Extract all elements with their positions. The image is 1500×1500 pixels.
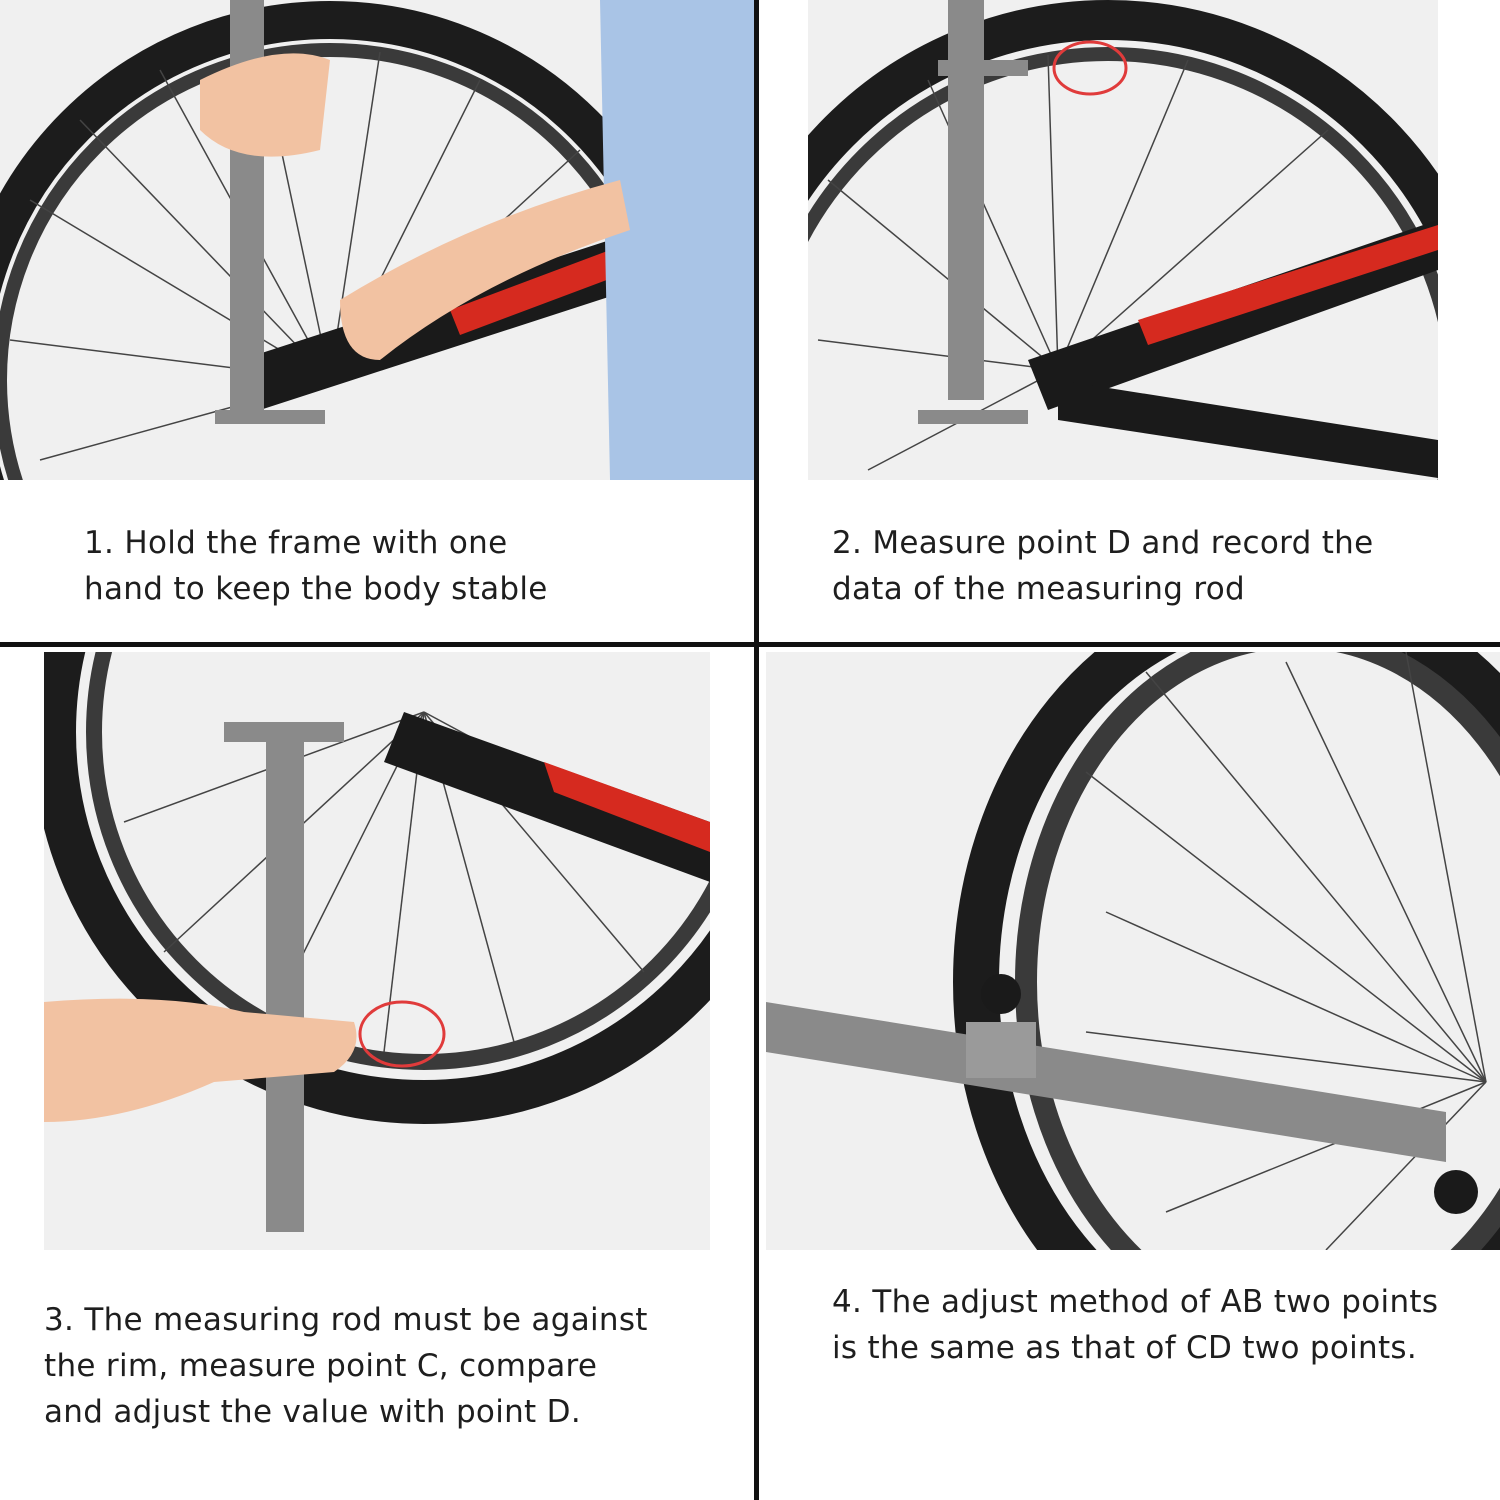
caption-line: hand to keep the body stable [84, 571, 548, 607]
caption-line: 1. Hold the frame with one [84, 525, 508, 561]
horizontal-divider [0, 642, 1500, 647]
step-1-photo [0, 0, 754, 480]
step-3-caption: 3. The measuring rod must be against the… [44, 1297, 648, 1435]
step-4-illustration [766, 652, 1500, 1250]
step-4-caption: 4. The adjust method of AB two points is… [832, 1279, 1438, 1371]
step-1-caption: 1. Hold the frame with one hand to keep … [84, 520, 548, 612]
step-2-photo [808, 0, 1438, 480]
step-4-photo [766, 652, 1500, 1250]
caption-line: 2. Measure point D and record the [832, 525, 1374, 561]
vertical-divider [754, 0, 759, 1500]
step-2-caption: 2. Measure point D and record the data o… [832, 520, 1374, 612]
step-2-illustration [808, 0, 1438, 480]
caption-line: 3. The measuring rod must be against [44, 1302, 648, 1338]
caption-line: is the same as that of CD two points. [832, 1330, 1418, 1366]
caption-line: the rim, measure point C, compare [44, 1348, 598, 1384]
caption-line: data of the measuring rod [832, 571, 1245, 607]
caption-line: 4. The adjust method of AB two points [832, 1284, 1439, 1320]
step-3-photo [44, 652, 710, 1250]
step-3-illustration [44, 652, 710, 1250]
highlight-circle-point-c [358, 1000, 446, 1068]
caption-line: and adjust the value with point D. [44, 1394, 581, 1430]
step-1-illustration [0, 0, 754, 480]
highlight-circle-point-d [1052, 40, 1128, 96]
